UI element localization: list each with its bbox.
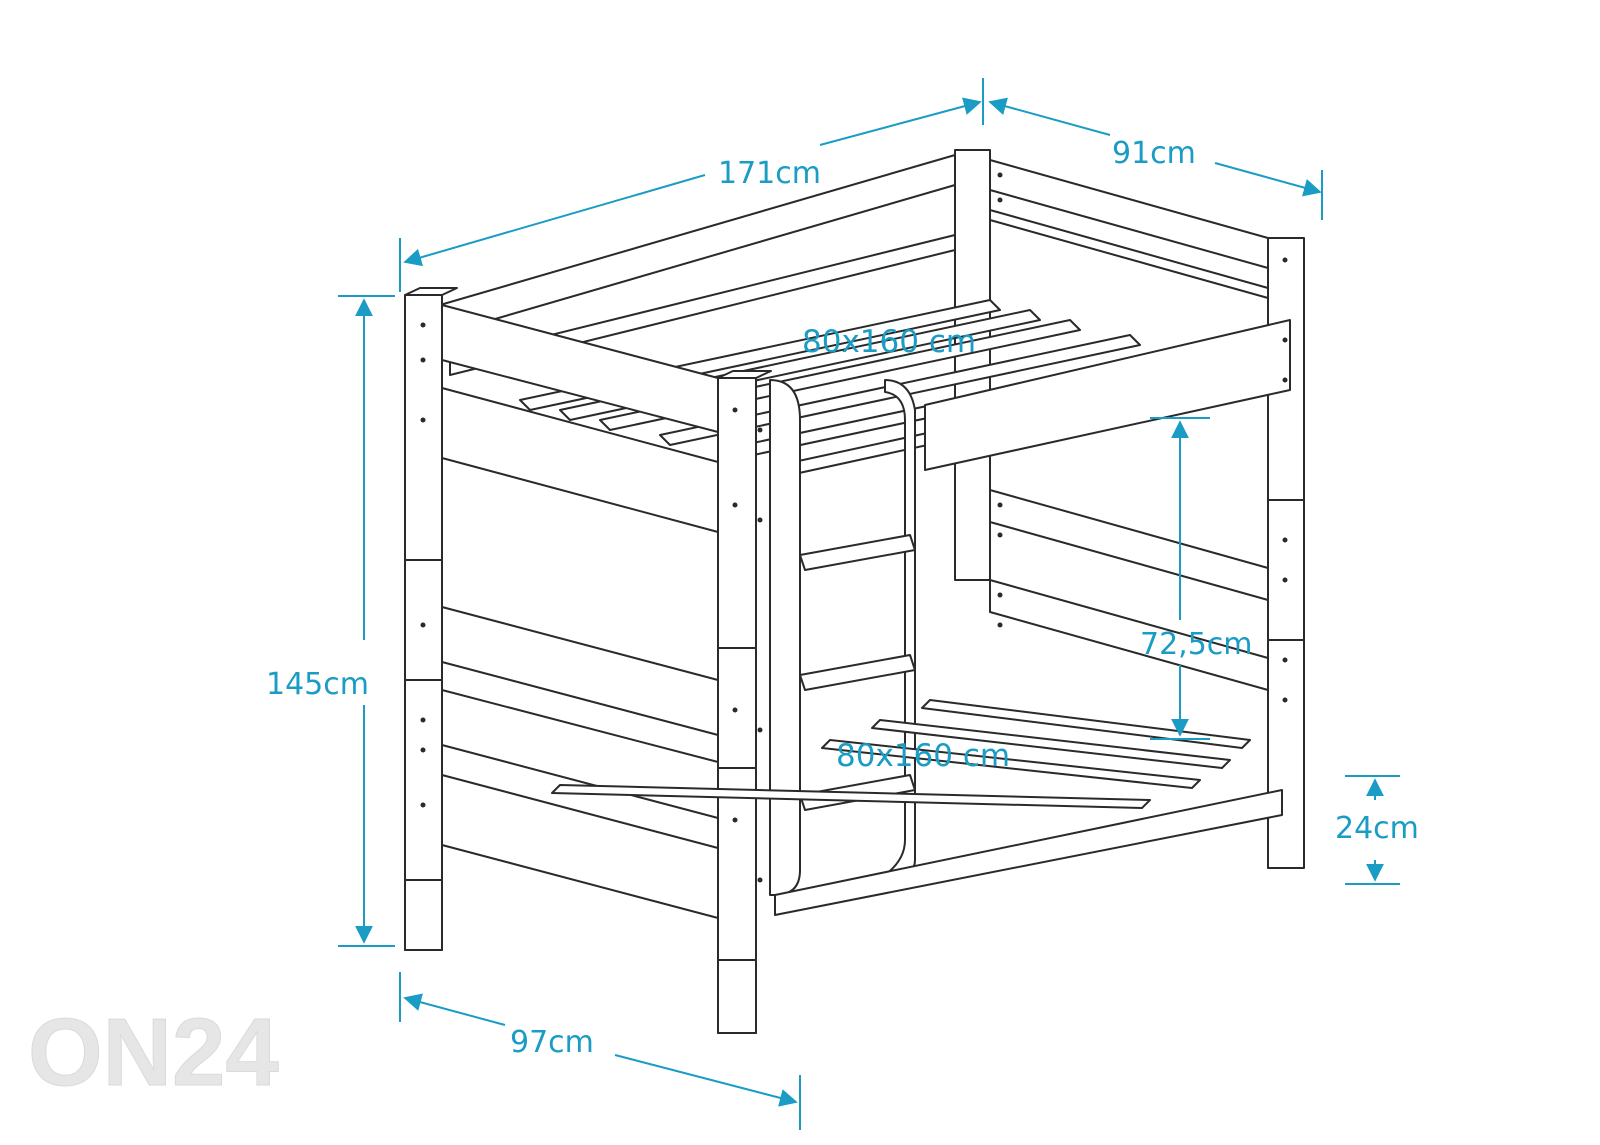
post-front-left (404, 294, 443, 951)
label-height: 145cm (266, 667, 369, 702)
dimension-lines (338, 78, 1400, 1130)
ladder-rail-left (769, 379, 801, 896)
label-width: 91cm (1112, 136, 1196, 171)
bed-drawing (404, 149, 1305, 1034)
lower-long-rail-front (774, 789, 1283, 916)
dimension-labels: 171cm 91cm 145cm 97cm 80x160 cm 80x160 c… (266, 136, 1419, 1060)
lower-side-rail-back-2 (989, 579, 1269, 691)
label-lower-mattress: 80x160 cm (836, 738, 1010, 774)
ladder-step-2 (799, 654, 916, 691)
lower-side-rail-back-1 (989, 489, 1269, 601)
label-length: 171cm (718, 156, 821, 191)
upper-long-rail-front (924, 319, 1291, 471)
label-bunk-clearance: 72,5cm (1140, 627, 1253, 662)
label-floor-clearance: 24cm (1335, 811, 1419, 846)
post-back-left (954, 149, 991, 581)
watermark-logo: ON24 (28, 999, 279, 1106)
upper-side-rail-back (989, 159, 1269, 269)
leg-front-right-lower (717, 959, 757, 1034)
post-front-right (717, 377, 757, 1034)
leg-front-left-lower (404, 879, 443, 951)
post-holes (420, 172, 1288, 883)
label-outer-depth: 97cm (510, 1025, 594, 1060)
lower-slats (551, 699, 1251, 809)
label-upper-mattress: 80x160 cm (802, 324, 976, 360)
ladder-step-1 (799, 534, 916, 571)
